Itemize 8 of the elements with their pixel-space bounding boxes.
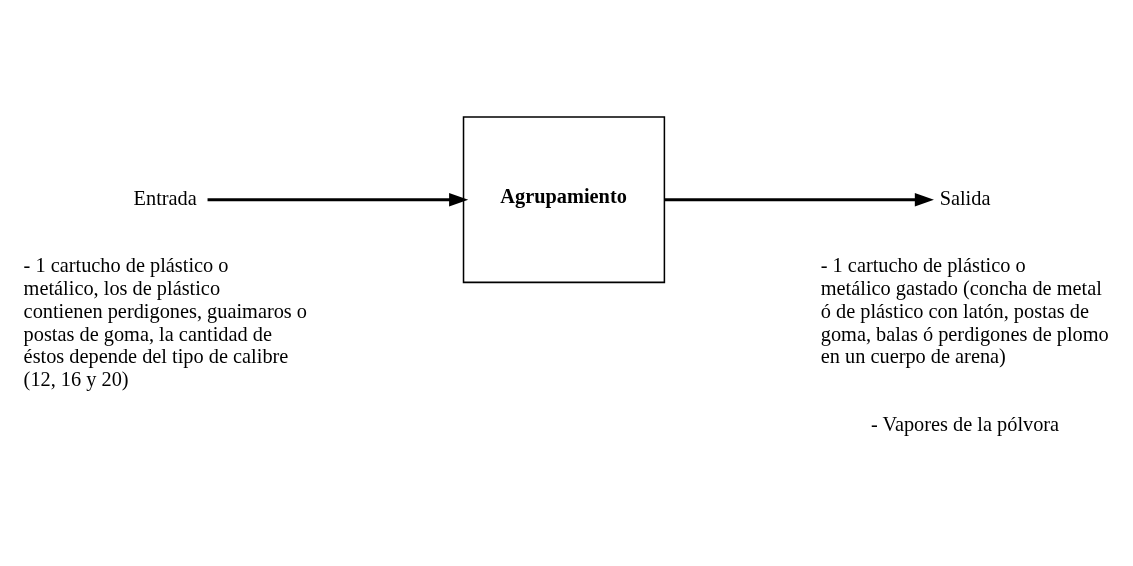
label: - 1 cartucho de plástico o metálico gastado (concha de metal ó de plástico con latón, postas de goma, balas ó perdigones de plomo en un cuerpo de arena)	[820, 253, 1109, 368]
arrow	[664, 193, 934, 207]
label: - Vapores de la pólvora	[870, 412, 1060, 435]
label: - 1 cartucho de plástico o metálico, los de plástico contienen perdigones, guaimaros o postas de goma, la cantidad de éstos depende del tipo de calibre (12, 16 y 20)	[23, 253, 308, 391]
node-box: Agrupamiento	[462, 116, 666, 284]
node-text: Entrada	[133, 186, 197, 209]
node-text: Salida	[939, 186, 991, 209]
arrow	[207, 193, 469, 207]
